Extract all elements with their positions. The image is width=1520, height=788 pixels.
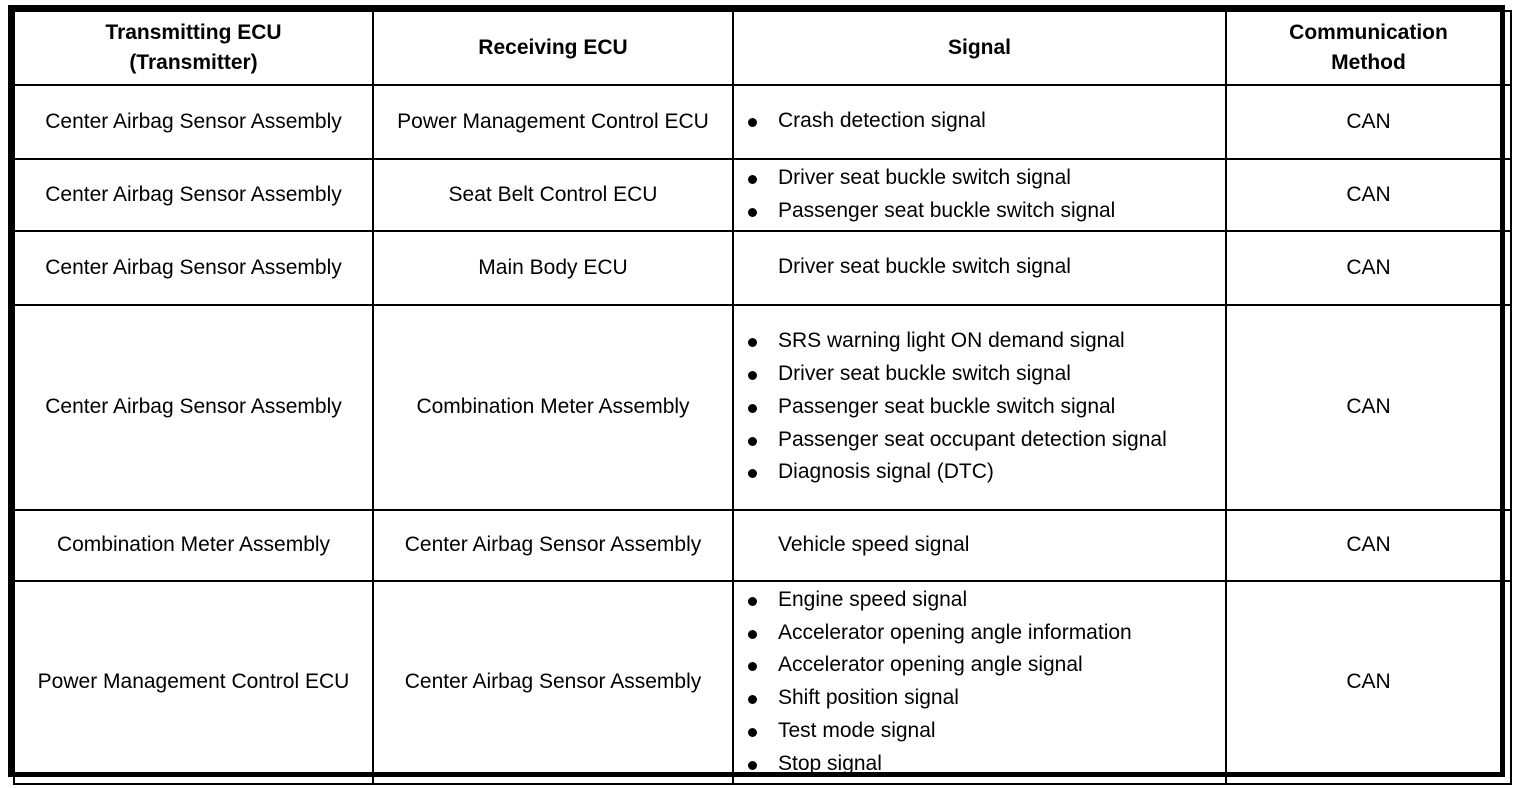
cell-receiver: Center Airbag Sensor Assembly [372, 508, 734, 582]
signal-label: Accelerator opening angle signal [778, 653, 1083, 677]
table-row: Power Management Control ECU Center Airb… [13, 579, 1512, 785]
signal-label: Driver seat buckle switch signal [778, 255, 1071, 279]
cell-receiver: Main Body ECU [372, 229, 734, 306]
table-row: Combination Meter Assembly Center Airbag… [13, 508, 1512, 582]
signal-item: Passenger seat buckle switch signal [734, 195, 1225, 228]
bullet-icon [748, 469, 757, 479]
cell-communication-method: CAN [1225, 157, 1512, 232]
signal-item: Vehicle speed signal [734, 529, 1225, 562]
cell-signal: Vehicle speed signal [732, 508, 1227, 582]
signal-label: Passenger seat buckle switch signal [778, 198, 1116, 222]
signal-list: Crash detection signal [734, 105, 1225, 138]
bullet-icon [748, 662, 757, 672]
cell-transmitter: Combination Meter Assembly [13, 508, 374, 582]
header-row: Transmitting ECU (Transmitter) Receiving… [13, 10, 1512, 86]
table-row: Center Airbag Sensor Assembly Seat Belt … [13, 157, 1512, 232]
signal-item: Accelerator opening angle information [734, 617, 1225, 650]
cell-receiver: Center Airbag Sensor Assembly [372, 579, 734, 785]
cell-communication-method: CAN [1225, 579, 1512, 785]
cell-transmitter: Center Airbag Sensor Assembly [13, 229, 374, 306]
bullet-icon [748, 338, 757, 348]
header-line-1: Transmitting ECU [105, 21, 282, 44]
signal-item: Driver seat buckle switch signal [734, 358, 1225, 391]
table-row: Center Airbag Sensor Assembly Power Mana… [13, 83, 1512, 160]
cell-communication-method: CAN [1225, 303, 1512, 511]
table-body: Center Airbag Sensor Assembly Power Mana… [13, 83, 1512, 785]
table: Transmitting ECU (Transmitter) Receiving… [13, 10, 1512, 785]
column-header-signal: Signal [732, 10, 1227, 86]
signal-label: Stop signal [778, 751, 882, 775]
cell-transmitter: Center Airbag Sensor Assembly [13, 303, 374, 511]
cell-receiver: Combination Meter Assembly [372, 303, 734, 511]
bullet-icon [748, 174, 757, 184]
column-header-receiving-ecu: Receiving ECU [372, 10, 734, 86]
cell-communication-method: CAN [1225, 83, 1512, 160]
signal-label: Diagnosis signal (DTC) [778, 460, 994, 484]
signal-item: Driver seat buckle switch signal [734, 162, 1225, 195]
header-line-2: Method [1331, 50, 1406, 74]
signal-label: Test mode signal [778, 718, 936, 742]
signal-label: Engine speed signal [778, 587, 968, 611]
signal-label: Driver seat buckle switch signal [778, 165, 1071, 189]
bullet-icon [748, 371, 757, 381]
signal-label: Accelerator opening angle information [778, 620, 1132, 644]
table-header: Transmitting ECU (Transmitter) Receiving… [13, 10, 1512, 86]
column-header-communication-method: Communication Method [1225, 10, 1512, 86]
header-line-2: (Transmitter) [129, 50, 258, 74]
signal-item: Engine speed signal [734, 584, 1225, 617]
bullet-icon [748, 760, 757, 770]
bullet-icon [748, 403, 757, 413]
cell-communication-method: CAN [1225, 229, 1512, 306]
signal-label: Driver seat buckle switch signal [778, 362, 1071, 385]
signal-item: Accelerator opening angle signal [734, 649, 1225, 682]
bullet-icon [748, 695, 757, 705]
signal-label: Passenger seat buckle switch signal [778, 394, 1116, 418]
bullet-icon [748, 436, 757, 446]
header-line-1: Communication [1289, 21, 1448, 44]
cell-transmitter: Center Airbag Sensor Assembly [13, 157, 374, 232]
signal-item: Shift position signal [734, 682, 1225, 715]
signal-item: Driver seat buckle switch signal [734, 251, 1225, 284]
signal-item: SRS warning light ON demand signal [734, 325, 1225, 358]
cell-transmitter: Power Management Control ECU [13, 579, 374, 785]
signal-label: Vehicle speed signal [778, 532, 970, 556]
cell-transmitter: Center Airbag Sensor Assembly [13, 83, 374, 160]
cell-signal: Driver seat buckle switch signal [732, 229, 1227, 306]
signal-item: Test mode signal [734, 715, 1225, 748]
signal-label: SRS warning light ON demand signal [778, 329, 1125, 353]
bullet-icon [748, 118, 757, 128]
bullet-icon [748, 207, 757, 217]
ecu-communication-table: Transmitting ECU (Transmitter) Receiving… [8, 5, 1512, 785]
header-line-1: Signal [947, 35, 1011, 59]
signal-list: Vehicle speed signal [734, 529, 1225, 562]
signal-item: Diagnosis signal (DTC) [734, 456, 1225, 489]
signal-list: Driver seat buckle switch signal [734, 251, 1225, 284]
table-row: Center Airbag Sensor Assembly Main Body … [13, 229, 1512, 306]
table-row: Center Airbag Sensor Assembly Combinatio… [13, 303, 1512, 511]
cell-signal: Crash detection signal [732, 83, 1227, 160]
signal-item: Passenger seat buckle switch signal [734, 391, 1225, 424]
bullet-icon [748, 629, 757, 639]
cell-communication-method: CAN [1225, 508, 1512, 582]
bullet-icon [748, 727, 757, 737]
cell-receiver: Power Management Control ECU [372, 83, 734, 160]
header-line-1: Receiving ECU [478, 35, 628, 59]
signal-label: Shift position signal [778, 686, 959, 710]
bullet-icon [748, 596, 757, 606]
signal-item: Passenger seat occupant detection signal [734, 424, 1225, 457]
signal-item: Crash detection signal [734, 105, 1225, 138]
cell-receiver: Seat Belt Control ECU [372, 157, 734, 232]
signal-item: Stop signal [734, 748, 1225, 781]
signal-label: Crash detection signal [778, 109, 986, 133]
column-header-transmitting-ecu: Transmitting ECU (Transmitter) [13, 10, 374, 86]
signal-label: Passenger seat occupant detection signal [778, 427, 1167, 451]
